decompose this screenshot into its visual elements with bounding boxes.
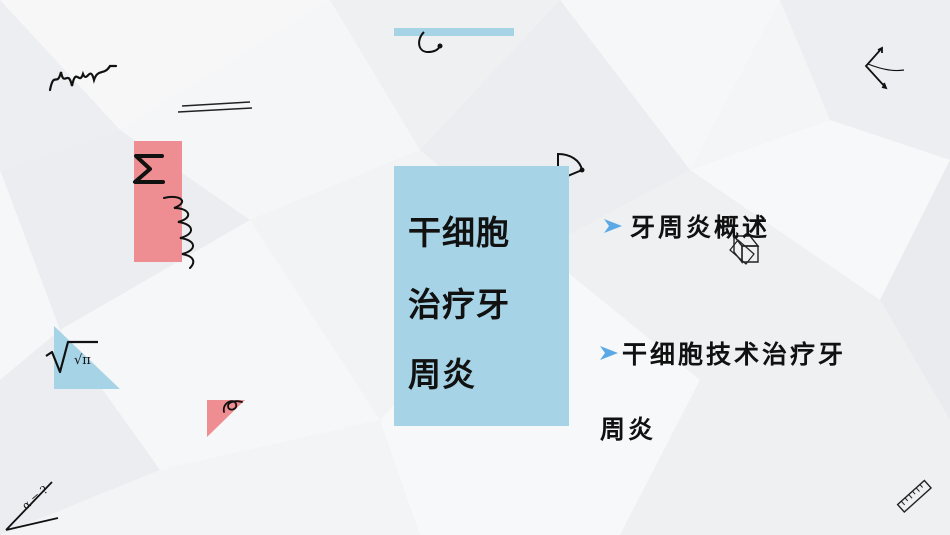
title-line-2: 治疗牙 <box>408 285 510 324</box>
menu-item-overview[interactable]: 牙周炎概述 <box>600 208 770 244</box>
top-accent-bar <box>394 28 514 36</box>
title-line-1: 干细胞 <box>408 213 510 252</box>
right-triangle-arrow-icon <box>600 346 618 360</box>
sigma-icon <box>133 154 165 184</box>
ruler-icon <box>896 479 933 514</box>
axes-icon <box>864 46 905 90</box>
menu-item-label: 干细胞技术治疗牙 <box>622 340 847 369</box>
squiggle-doodle <box>163 196 195 269</box>
menu-item-label: 牙周炎概述 <box>630 213 771 242</box>
svg-text:√π: √π <box>74 353 91 368</box>
double-line-doodle <box>177 101 253 113</box>
cube-icon <box>729 234 760 265</box>
menu-item-stem-cell-therapy[interactable]: 干细胞技术治疗牙 <box>596 335 846 371</box>
title-line-3: 周炎 <box>408 355 476 394</box>
menu-item-label-continuation: 周炎 <box>600 415 657 444</box>
menu-item-continuation: 周炎 <box>600 410 656 446</box>
square-root-icon: √π <box>45 340 98 374</box>
curl-doodle <box>222 400 243 413</box>
title-box: 干细胞 治疗牙 周炎 <box>394 166 569 426</box>
right-triangle-arrow-icon <box>604 219 622 233</box>
triangle-formula-doodle: α = ? <box>5 481 59 531</box>
hook-doodle <box>418 31 443 54</box>
scribble-doodle <box>48 64 118 92</box>
pink-triangle <box>207 400 245 437</box>
